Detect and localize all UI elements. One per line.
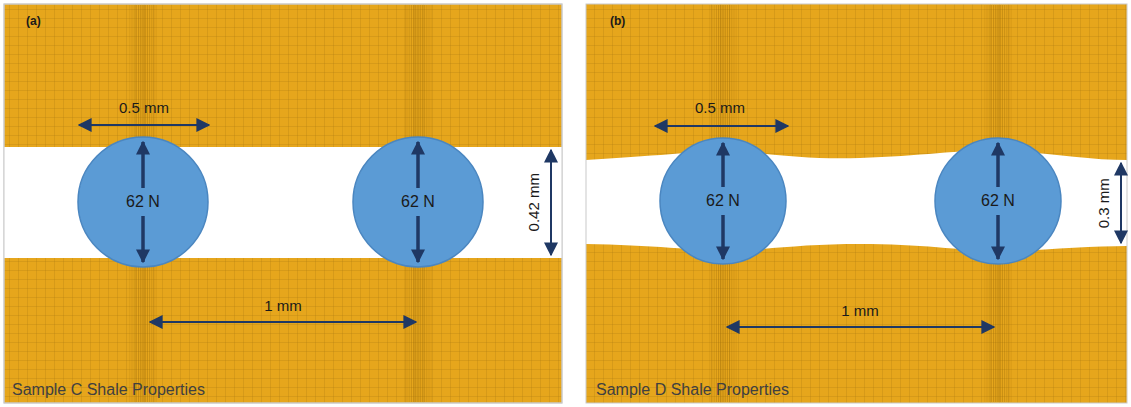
force-label: 62 N	[659, 192, 787, 210]
load-circle: 62 N	[934, 137, 1062, 265]
panel-letter: (b)	[610, 15, 625, 28]
force-arrow	[721, 143, 725, 187]
force-arrow	[416, 142, 420, 188]
dimension-arrow	[1120, 163, 1122, 243]
dimension-arrow	[727, 326, 994, 328]
force-label: 62 N	[77, 193, 209, 211]
panel-caption: Sample D Shale Properties	[596, 381, 789, 399]
panel-caption: Sample C Shale Properties	[12, 381, 205, 399]
panel-border	[4, 4, 562, 403]
force-arrow	[721, 215, 725, 259]
dimension-arrow	[150, 321, 416, 323]
dimension-label: 0.3 mm	[1096, 178, 1113, 228]
dimension-arrow	[550, 150, 552, 255]
dimension-label: 0.5 mm	[695, 100, 745, 117]
panel-a	[4, 4, 562, 403]
force-arrow	[996, 143, 1000, 187]
force-arrow	[141, 216, 145, 262]
dimension-label: 1 mm	[841, 303, 879, 320]
circle-outline	[660, 138, 786, 264]
panel-border	[586, 4, 1127, 403]
mesh-region	[4, 4, 562, 403]
dimension-label: 0.5 mm	[119, 100, 169, 117]
circle-outline	[78, 137, 208, 267]
panel-letter: (a)	[26, 15, 41, 28]
circle-outline	[935, 138, 1061, 264]
dimension-label: 0.42 mm	[526, 173, 543, 231]
dimension-arrow	[655, 125, 788, 127]
load-circle: 62 N	[659, 137, 787, 265]
dimension-arrow	[79, 124, 209, 126]
circle-outline	[353, 137, 483, 267]
load-circle: 62 N	[77, 136, 209, 268]
force-arrow	[416, 216, 420, 262]
force-label: 62 N	[934, 192, 1062, 210]
dimension-label: 1 mm	[264, 298, 302, 315]
mesh-region	[586, 4, 1127, 403]
force-arrow	[996, 215, 1000, 259]
panel-b	[586, 4, 1127, 403]
force-arrow	[141, 142, 145, 188]
force-label: 62 N	[352, 193, 484, 211]
load-circle: 62 N	[352, 136, 484, 268]
